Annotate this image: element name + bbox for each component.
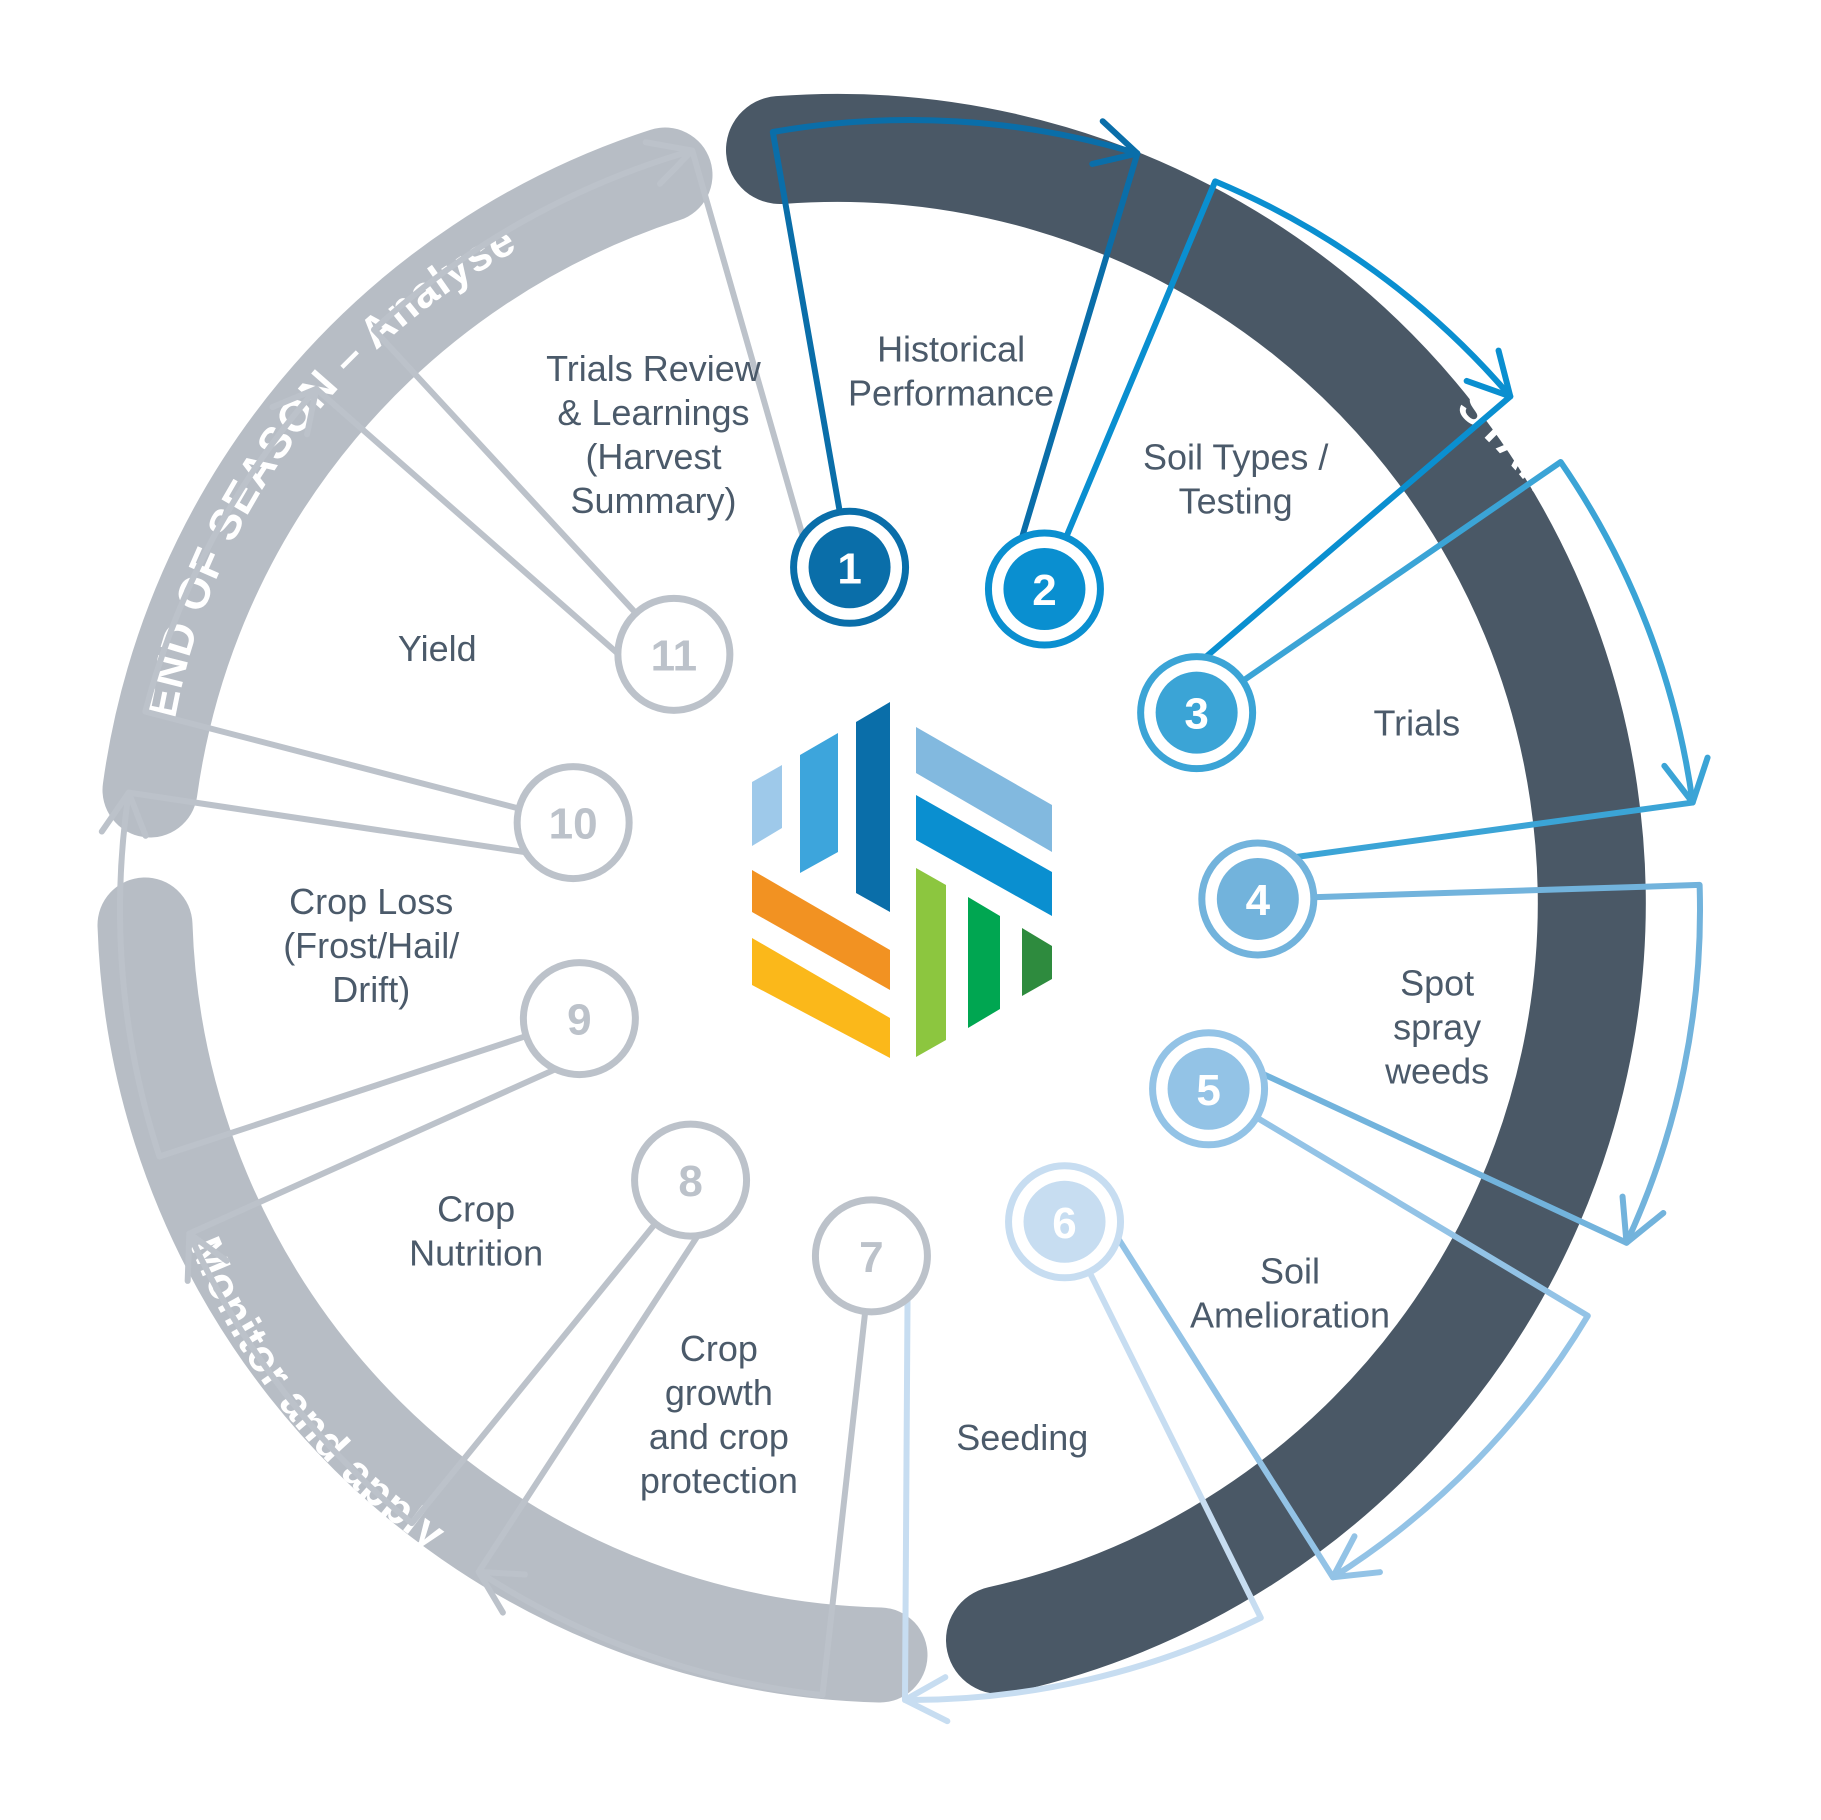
segment-arrow-3 xyxy=(1661,754,1711,806)
svg-text:1: 1 xyxy=(837,544,861,593)
segment-outline-4 xyxy=(1189,881,1703,1246)
segment-arrow-8 xyxy=(184,1230,230,1284)
svg-text:4: 4 xyxy=(1246,876,1271,925)
step-marker-10: 10 xyxy=(513,763,633,883)
segment-arrow-7 xyxy=(475,1568,528,1616)
segment-arrow-1 xyxy=(1089,118,1141,167)
segment-outline-10 xyxy=(142,385,679,836)
segment-outline-8 xyxy=(186,1034,717,1527)
step-label-2: Soil Types /Testing xyxy=(1143,436,1328,521)
start-of-season-band xyxy=(726,93,1646,1694)
step-marker-8: 8 xyxy=(631,1120,751,1240)
segment-outline-7 xyxy=(475,1168,879,1699)
segment-outline-1 xyxy=(769,116,1141,614)
segment-arrow-2 xyxy=(1463,347,1514,400)
step-marker-3: 3 xyxy=(1137,653,1257,773)
monitor-and-apply-label: Monitor and apply xyxy=(181,1230,455,1559)
step-marker-6: 6 xyxy=(1005,1162,1125,1282)
step-marker-7: 7 xyxy=(811,1196,931,1316)
end-of-season-band xyxy=(102,127,713,838)
step-marker-5: 5 xyxy=(1149,1029,1269,1149)
step-markers: 1 2 3 4 5 6 7 8 9 10 11 xyxy=(513,507,1318,1316)
step-marker-2: 2 xyxy=(984,529,1104,649)
segment-arrow-4 xyxy=(1619,1193,1667,1246)
step-marker-4: 4 xyxy=(1198,839,1318,959)
step-label-10: Yield xyxy=(398,628,477,669)
step-marker-1: 1 xyxy=(790,507,910,627)
step-label-9: Crop Loss(Frost/Hail/Drift) xyxy=(283,881,459,1010)
svg-text:6: 6 xyxy=(1052,1199,1076,1248)
segment-outline-3 xyxy=(1163,459,1696,871)
svg-text:8: 8 xyxy=(678,1157,702,1206)
segment-outline-5 xyxy=(1073,1066,1591,1581)
step-marker-11: 11 xyxy=(614,594,734,714)
brand-logo xyxy=(752,702,1052,1058)
svg-text:5: 5 xyxy=(1196,1066,1220,1115)
segment-arrow-5 xyxy=(1329,1533,1383,1581)
segment-arrow-11 xyxy=(642,139,696,187)
segment-arrow-10 xyxy=(269,385,320,438)
segment-outline-9 xyxy=(117,789,617,1160)
segment-outline-11 xyxy=(370,147,828,685)
svg-text:3: 3 xyxy=(1184,690,1208,739)
segment-outline-2 xyxy=(1027,178,1514,711)
svg-text:11: 11 xyxy=(651,631,698,680)
svg-text:10: 10 xyxy=(549,800,598,849)
svg-text:2: 2 xyxy=(1032,566,1056,615)
svg-text:9: 9 xyxy=(567,996,591,1045)
svg-text:7: 7 xyxy=(859,1233,883,1282)
segment-arrow-6 xyxy=(901,1674,951,1725)
segment-outline-6 xyxy=(901,1186,1264,1703)
step-label-3: Trials xyxy=(1374,703,1461,744)
segment-arrow-9 xyxy=(98,789,149,839)
monitor-band xyxy=(97,877,928,1703)
step-marker-9: 9 xyxy=(519,959,639,1079)
step-label-6: Seeding xyxy=(956,1417,1088,1458)
